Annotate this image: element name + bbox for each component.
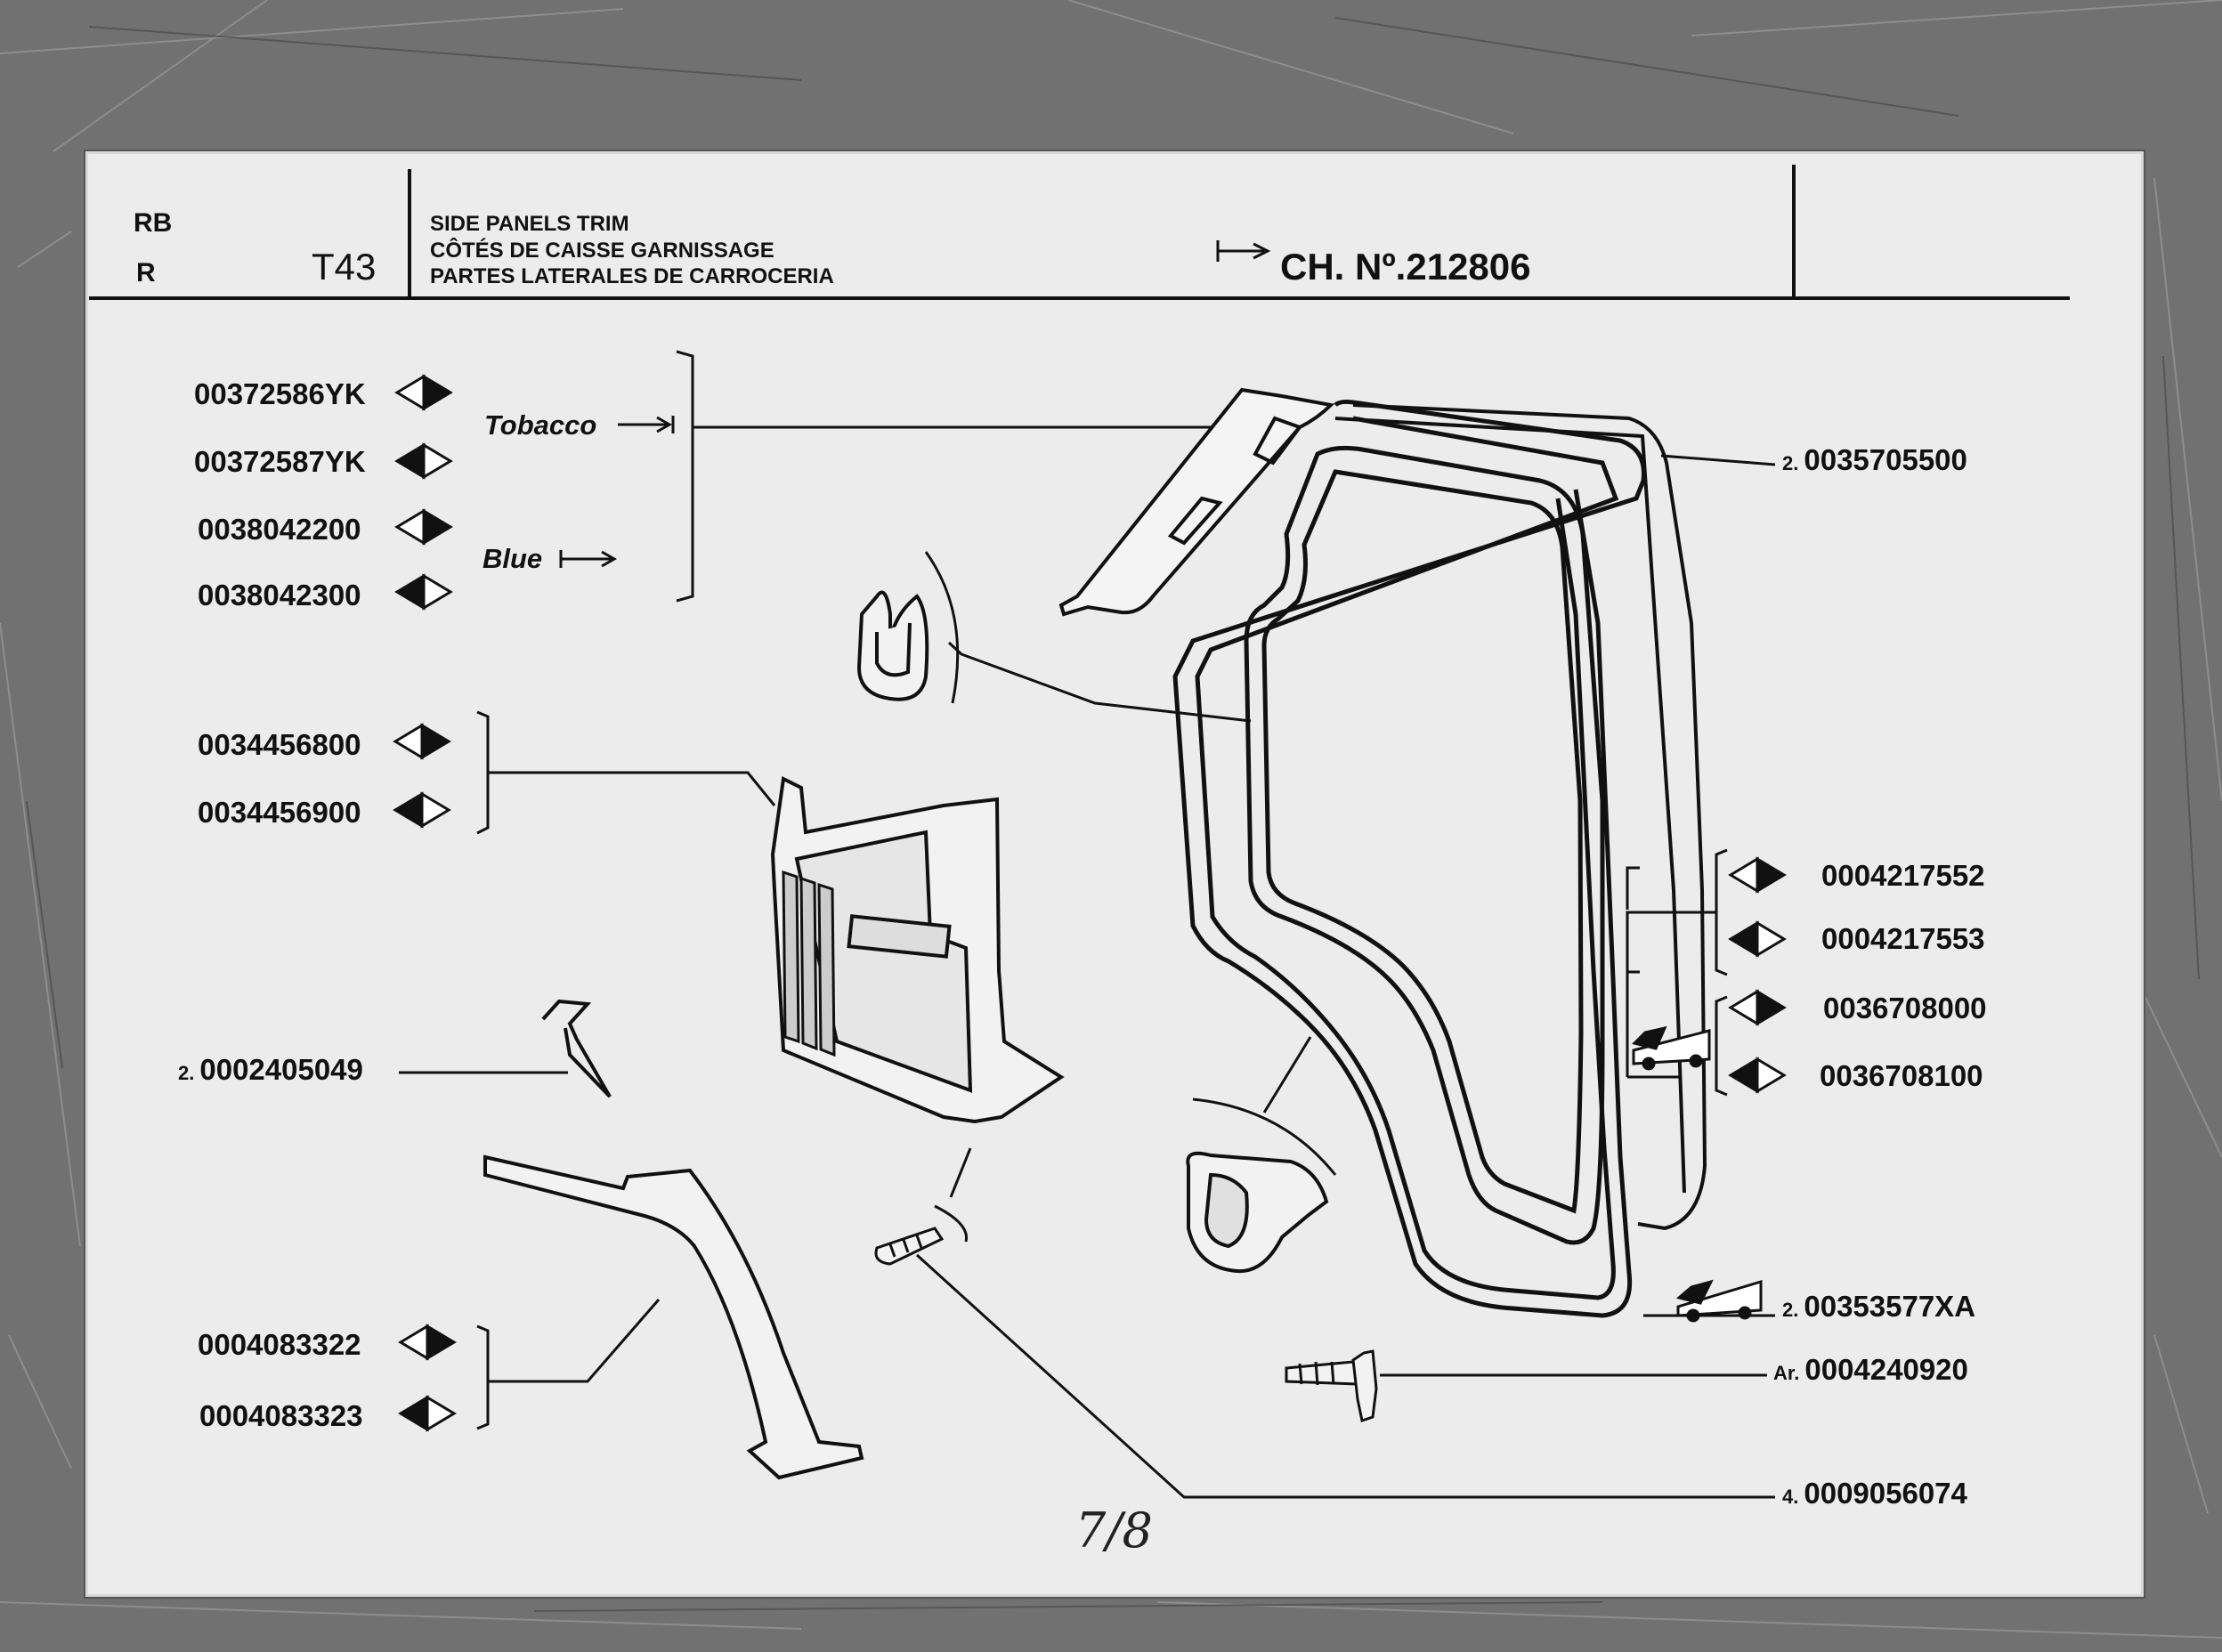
title-spanish: PARTES LATERALES DE CARROCERIA	[430, 264, 834, 288]
side-symbols	[393, 375, 1786, 1431]
part-label[interactable]: 00372587YK	[194, 445, 366, 478]
part-label[interactable]: 00372586YK	[194, 377, 366, 410]
part-label[interactable]: 0004217552	[1821, 859, 1985, 892]
push-fastener	[1285, 1349, 1378, 1422]
part-label[interactable]: 4.0009056074	[1782, 1477, 1967, 1510]
part-label[interactable]: 2.0035705500	[1782, 443, 1967, 476]
part-label[interactable]: 0004083322	[198, 1328, 361, 1361]
code-rb: RB	[134, 208, 173, 238]
screw	[874, 1227, 945, 1266]
spring-clip	[541, 999, 612, 1098]
van-icon	[1632, 1025, 1711, 1071]
clip-callout-arc	[924, 551, 960, 704]
part-label[interactable]: 0038042300	[198, 579, 361, 611]
part-label[interactable]: 0004083323	[199, 1399, 363, 1432]
title-french: CÔTÉS DE CAISSE GARNISSAGE	[430, 239, 774, 263]
wheel-arch-trim	[483, 1154, 864, 1480]
leader-lines	[399, 350, 1776, 1499]
table-number: T43	[312, 246, 377, 287]
part-label[interactable]: 0034456800	[198, 728, 361, 761]
part-label[interactable]: 0036708100	[1820, 1059, 1983, 1092]
arrow-icon	[1216, 240, 1271, 262]
chassis-number: CH. Nº.212806	[1280, 246, 1531, 287]
part-label[interactable]: Ar.0004240920	[1773, 1353, 1968, 1386]
part-label[interactable]: 2.0002405049	[178, 1053, 363, 1086]
color-tag-arrows	[559, 416, 675, 568]
window-seal	[1244, 445, 1605, 1245]
part-label[interactable]: 0038042200	[198, 513, 361, 546]
color-tag-tobacco: Tobacco	[484, 409, 597, 441]
color-tag-blue: Blue	[483, 543, 543, 574]
door-seal-outer	[1334, 403, 1707, 1231]
part-label[interactable]: 0004217553	[1821, 922, 1985, 955]
retaining-clip	[856, 590, 929, 701]
door-pocket-panel	[770, 775, 1065, 1124]
code-r: R	[136, 258, 156, 287]
page-note: 7/8	[1075, 1502, 1153, 1559]
bracket-callout-arc	[1192, 1097, 1337, 1176]
header-frame	[89, 165, 2070, 300]
van-icon	[1675, 1279, 1763, 1323]
title-english: SIDE PANELS TRIM	[430, 212, 629, 236]
part-label[interactable]: 0036708000	[1823, 992, 1987, 1024]
handle-bracket	[1186, 1151, 1329, 1274]
part-label[interactable]: 2.00353577XA	[1782, 1290, 1976, 1323]
door-seal-frame	[1172, 399, 1646, 1318]
pillar-trim-strip	[1058, 387, 1335, 617]
part-label[interactable]: 0034456900	[198, 796, 361, 829]
screw-callout-arc	[934, 1204, 969, 1243]
